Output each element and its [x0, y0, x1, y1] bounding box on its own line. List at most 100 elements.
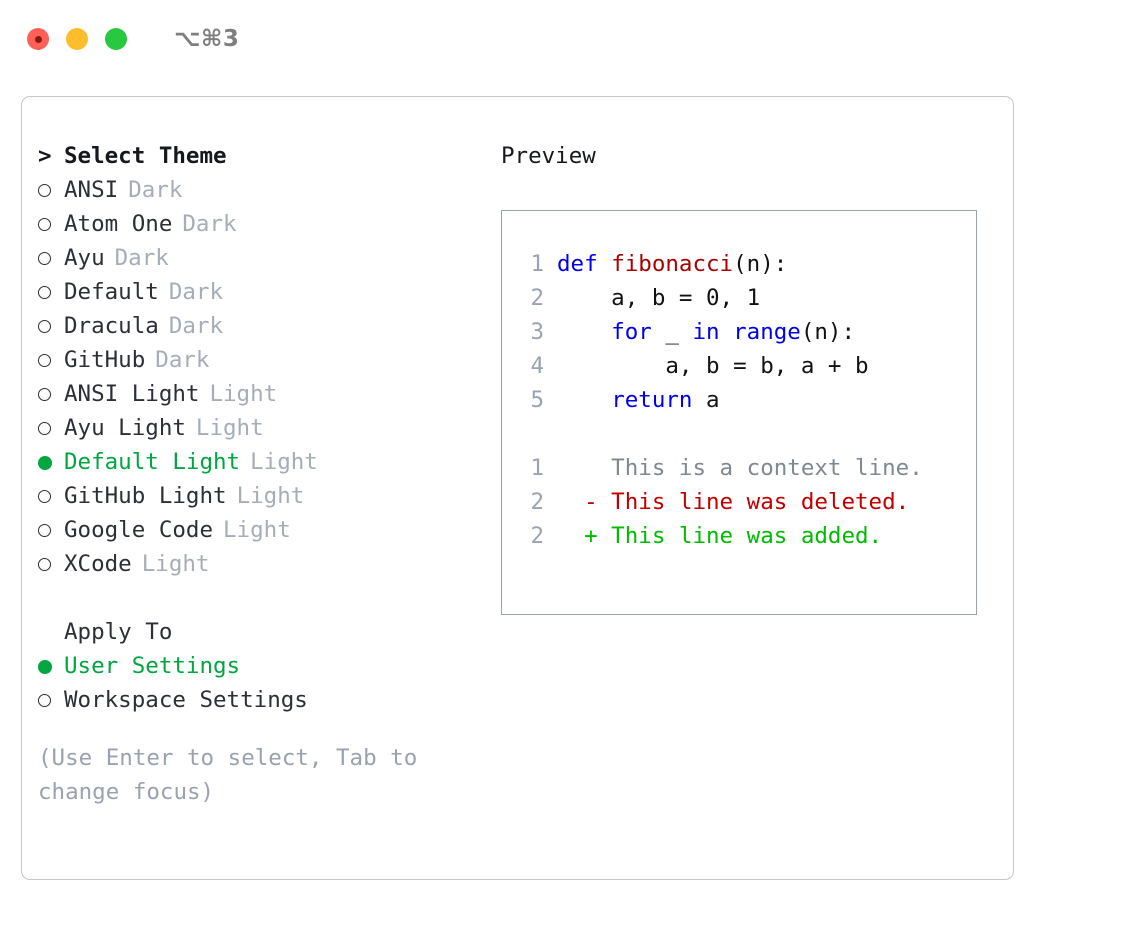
diff-line: 2 + This line was added.	[516, 519, 976, 553]
theme-variant-badge: Light	[209, 381, 278, 407]
theme-list-item[interactable]: Atom One Dark	[38, 207, 498, 241]
theme-name: Google Code	[64, 517, 214, 543]
bullet-shape	[38, 524, 51, 537]
theme-variant-badge: Dark	[155, 347, 210, 373]
minimize-window-icon[interactable]	[66, 28, 88, 50]
bullet-shape	[38, 490, 51, 503]
code-token: (n):	[800, 319, 856, 345]
select-theme-label: Select Theme	[64, 143, 227, 169]
diff-sample: 1 This is a context line.2 - This line w…	[516, 451, 976, 553]
diff-line-text: - This line was deleted.	[557, 489, 910, 515]
maximize-window-icon[interactable]	[105, 28, 127, 50]
apply-to-option[interactable]: Workspace Settings	[38, 683, 498, 717]
code-line-text: def fibonacci(n):	[557, 247, 787, 281]
theme-name: Default	[64, 279, 159, 305]
code-token	[557, 387, 611, 413]
code-line: 3 for _ in range(n):	[516, 315, 976, 349]
apply-to-label: Workspace Settings	[64, 687, 308, 713]
radio-unselected-icon	[38, 377, 64, 411]
code-token: fibonacci	[611, 251, 734, 277]
window-title: ⌥⌘3	[174, 26, 240, 52]
code-line-text: return a	[557, 383, 720, 417]
theme-list-item[interactable]: XCode Light	[38, 547, 498, 581]
theme-list-item[interactable]: Ayu Light Light	[38, 411, 498, 445]
theme-name: GitHub Light	[64, 483, 227, 509]
theme-variant-badge: Dark	[168, 313, 224, 339]
radio-unselected-icon	[38, 683, 64, 717]
list-spacer	[38, 581, 498, 615]
bullet-shape	[38, 354, 51, 367]
theme-name: Atom One	[64, 211, 173, 237]
code-token: return	[611, 387, 693, 413]
bullet-shape	[38, 694, 51, 707]
preview-title: Preview	[501, 143, 596, 169]
theme-name: XCode	[64, 551, 132, 577]
radio-selected-icon	[38, 649, 64, 683]
radio-unselected-icon	[38, 173, 64, 207]
bullet-shape	[38, 184, 51, 197]
code-line-text: a, b = b, a + b	[557, 349, 869, 383]
theme-list-item[interactable]: Default Dark	[38, 275, 498, 309]
code-line: 4 a, b = b, a + b	[516, 349, 976, 383]
traffic-lights	[27, 28, 127, 50]
code-line-number: 3	[530, 319, 544, 345]
theme-variant-badge: Dark	[114, 245, 169, 271]
radio-unselected-icon	[38, 479, 64, 513]
theme-name: ANSI	[64, 177, 119, 203]
code-line-text: for _ in range(n):	[557, 315, 855, 349]
apply-to-option[interactable]: User Settings	[38, 649, 498, 683]
radio-unselected-icon	[38, 275, 64, 309]
code-token	[557, 319, 611, 345]
radio-unselected-icon	[38, 241, 64, 275]
select-theme-header: > Select Theme	[38, 139, 498, 173]
bullet-shape	[38, 218, 51, 231]
code-gap	[516, 417, 976, 451]
bullet-shape	[38, 320, 51, 333]
bullet-shape	[38, 388, 51, 401]
theme-variant-badge: Dark	[182, 211, 237, 237]
code-token: def	[557, 251, 612, 277]
code-token: a	[692, 387, 720, 413]
theme-variant-badge: Dark	[168, 279, 224, 305]
code-token: (n):	[733, 251, 788, 277]
theme-variant-badge: Light	[250, 449, 318, 475]
theme-list-item[interactable]: Dracula Dark	[38, 309, 498, 343]
code-token: _	[651, 319, 693, 345]
theme-variant-badge: Light	[236, 483, 305, 509]
theme-name: Ayu Light	[64, 415, 186, 441]
code-token: a, b = b, a + b	[557, 353, 869, 379]
code-line-number: 1	[530, 251, 544, 277]
diff-line: 1 This is a context line.	[516, 451, 976, 485]
keyboard-hint: (Use Enter to select, Tab to change focu…	[38, 745, 418, 805]
radio-unselected-icon	[38, 343, 64, 377]
close-window-icon[interactable]	[27, 28, 49, 50]
theme-variant-badge: Light	[141, 551, 210, 577]
code-token: in	[692, 319, 720, 345]
close-dot-icon	[34, 35, 42, 43]
code-line: 1 def fibonacci(n):	[516, 247, 976, 281]
radio-selected-icon	[38, 445, 64, 479]
diff-line-number: 2	[530, 523, 544, 549]
theme-name: Dracula	[64, 313, 159, 339]
theme-list-item[interactable]: GitHub Light Light	[38, 479, 498, 513]
diff-line-number: 1	[530, 455, 544, 481]
diff-line-text: + This line was added.	[557, 523, 883, 549]
diff-line: 2 - This line was deleted.	[516, 485, 976, 519]
apply-to-header: Apply To	[64, 619, 173, 645]
theme-variant-badge: Light	[195, 415, 264, 441]
code-token	[720, 319, 734, 345]
code-line-number: 4	[530, 353, 544, 379]
radio-unselected-icon	[38, 411, 64, 445]
